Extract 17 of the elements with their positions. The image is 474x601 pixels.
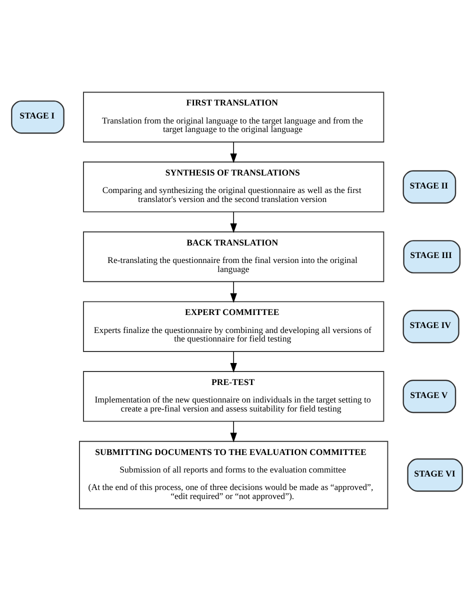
node-box: BACK TRANSLATION Re-translating the questionnaire from the final version into the original language: [83, 231, 384, 282]
node-box: STAGE VI: [407, 458, 463, 492]
node-box: SUBMITTING DOCUMENTS TO THE EVALUATION COMMITTEE Submission of all reports and forms to the evaluation committee (At the end of this process, one of three decisions would be made as “approved”, “edit required” or “not approved”).: [79, 440, 388, 510]
node-box: STAGE II: [402, 170, 456, 204]
arrow: [230, 420, 237, 442]
node-box: STAGE I: [11, 100, 64, 134]
node-box: STAGE V: [402, 380, 456, 414]
node-box: EXPERT COMMITTEE Experts finalize the questionnaire by combining and developing all versions of the questionnaire for field testing: [83, 301, 384, 352]
arrow: [230, 351, 237, 373]
node-box: STAGE III: [403, 240, 461, 274]
node-box: STAGE IV: [402, 310, 460, 344]
arrow: [230, 212, 237, 233]
node-box: PRE-TEST Implementation of the new questionnaire on individuals in the target setting to create a pre-final version and assess suitability for field testing: [83, 371, 384, 422]
node-box: FIRST TRANSLATION Translation from the original language to the target language and from the target language to the original language: [83, 92, 384, 142]
arrow: [230, 281, 237, 303]
node-box: SYNTHESIS OF TRANSLATIONS Comparing and synthesizing the original questionnaire as well as the first translator's version and the second translation version: [83, 162, 384, 212]
arrow: [230, 142, 237, 164]
